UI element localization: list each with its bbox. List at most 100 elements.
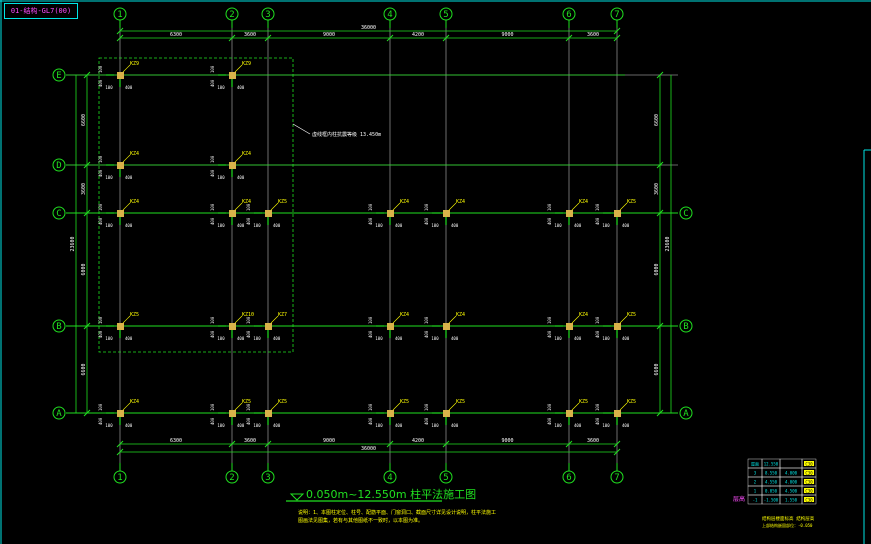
right-tick bbox=[656, 409, 664, 417]
column-4B bbox=[387, 323, 394, 330]
bottom-dim-label: 4200 bbox=[412, 438, 424, 444]
top-dim-label: 3600 bbox=[587, 32, 599, 38]
column-2C bbox=[229, 210, 236, 217]
legend-caption: 层高 bbox=[733, 495, 745, 503]
column-1B-dim-right: 400 bbox=[125, 336, 133, 341]
sheet-tag: 01-结构-GL7(00) bbox=[4, 3, 78, 19]
left-dim-label: 6600 bbox=[81, 363, 87, 375]
column-6C bbox=[566, 210, 573, 217]
axis-bubble-top-4-label: 4 bbox=[387, 10, 392, 20]
column-2D-dim-left: 100 bbox=[217, 175, 225, 180]
column-1C bbox=[117, 210, 124, 217]
axis-bubble-right-B-label: B bbox=[683, 322, 688, 332]
column-1D-label: KZ4 bbox=[130, 151, 139, 157]
column-1D-dim-bottom: 400 bbox=[98, 169, 103, 177]
drawing-title: 0.050m~12.550m 柱平法施工图 bbox=[306, 487, 476, 501]
column-7C-leader bbox=[619, 202, 628, 211]
column-1E-leader bbox=[122, 64, 131, 73]
legend-cell-text: 1.550 bbox=[785, 498, 798, 503]
top-tick bbox=[228, 34, 236, 42]
column-1A-dim-right: 400 bbox=[125, 423, 133, 428]
column-5C bbox=[443, 210, 450, 217]
column-7C-label: KZ5 bbox=[627, 199, 636, 205]
column-4B-dim-top: 100 bbox=[368, 316, 373, 324]
column-4C-leader bbox=[392, 202, 401, 211]
left-tick bbox=[83, 161, 91, 169]
column-6C-leader bbox=[571, 202, 580, 211]
column-1A-dim-left: 100 bbox=[105, 423, 113, 428]
column-5B bbox=[443, 323, 450, 330]
bottom-tick bbox=[386, 440, 394, 448]
legend-cell-text: C30 bbox=[805, 471, 813, 476]
top-total-tick bbox=[613, 27, 621, 35]
column-2A-dim-right: 400 bbox=[237, 423, 245, 428]
bottom-total-tick bbox=[116, 448, 124, 456]
top-tick bbox=[116, 34, 124, 42]
column-3C-dim-bottom: 400 bbox=[246, 217, 251, 225]
right-tick bbox=[656, 209, 664, 217]
axis-bubble-left-C-label: C bbox=[56, 209, 61, 219]
axis-bubble-left-D-label: D bbox=[56, 161, 61, 171]
column-2C-leader bbox=[234, 202, 243, 211]
legend-cell-text: 2 bbox=[754, 480, 757, 485]
right-dim-label: 6600 bbox=[654, 114, 660, 126]
column-7B-dim-right: 400 bbox=[622, 336, 630, 341]
column-4C-label: KZ4 bbox=[400, 199, 409, 205]
left-tick bbox=[83, 71, 91, 79]
legend-cell-text: C30 bbox=[805, 489, 813, 494]
column-5B-dim-top: 100 bbox=[424, 316, 429, 324]
drawing-note-2: 图画法见图集，若有与其他图纸不一致时，以本图为准。 bbox=[298, 517, 423, 524]
column-1C-dim-top: 100 bbox=[98, 203, 103, 211]
column-3B-dim-right: 400 bbox=[273, 336, 281, 341]
column-4A-leader bbox=[392, 402, 401, 411]
axis-bubble-top-3-label: 3 bbox=[265, 10, 270, 20]
column-3C-dim-right: 400 bbox=[273, 223, 281, 228]
column-5C-label: KZ4 bbox=[456, 199, 465, 205]
column-1D-dim-right: 400 bbox=[125, 175, 133, 180]
column-5A-label: KZ5 bbox=[456, 399, 465, 405]
legend-cell-text: 4.000 bbox=[785, 471, 798, 476]
column-5C-dim-left: 100 bbox=[431, 223, 439, 228]
column-1C-leader bbox=[122, 202, 131, 211]
axis-bubble-left-E-circle bbox=[52, 68, 66, 82]
column-5A-dim-right: 400 bbox=[451, 423, 459, 428]
column-3A-label: KZ5 bbox=[278, 399, 287, 405]
column-3C-leader bbox=[270, 202, 279, 211]
axis-bubble-bottom-2-label: 2 bbox=[229, 473, 234, 483]
axis-bubble-bottom-7-label: 7 bbox=[614, 473, 619, 483]
column-7C-dim-top: 100 bbox=[595, 203, 600, 211]
column-6B-dim-left: 100 bbox=[554, 336, 562, 341]
column-3B-dim-left: 100 bbox=[253, 336, 261, 341]
drawing-note-1: 说明：1、本图柱定位、柱号、配筋平面、门窗洞口、截面尺寸详见设计说明，柱平法施工 bbox=[298, 509, 496, 516]
axis-bubble-bottom-1-label: 1 bbox=[117, 473, 122, 483]
legend-cell-text: 屋面 bbox=[751, 461, 759, 467]
axis-bubble-top-1-label: 1 bbox=[117, 10, 122, 20]
column-7B-leader bbox=[619, 315, 628, 324]
axis-bubble-left-A-label: A bbox=[56, 409, 62, 419]
column-2E-label: KZ9 bbox=[242, 61, 251, 67]
column-2C-label: KZ4 bbox=[242, 199, 251, 205]
bottom-dim-label: 3600 bbox=[244, 438, 256, 444]
column-4A-dim-top: 100 bbox=[368, 403, 373, 411]
axis-bubble-right-A-circle bbox=[679, 406, 693, 420]
axis-bubble-bottom-5-label: 5 bbox=[443, 473, 448, 483]
column-6A-dim-left: 100 bbox=[554, 423, 562, 428]
column-1B-dim-left: 100 bbox=[105, 336, 113, 341]
left-tick bbox=[83, 322, 91, 330]
column-1E-dim-right: 400 bbox=[125, 85, 133, 90]
region-leader bbox=[292, 123, 311, 135]
column-5C-leader bbox=[448, 202, 457, 211]
column-2B-dim-left: 100 bbox=[217, 336, 225, 341]
column-6C-dim-top: 100 bbox=[547, 203, 552, 211]
top-tick bbox=[386, 34, 394, 42]
column-2C-dim-top: 100 bbox=[210, 203, 215, 211]
column-4B-dim-bottom: 400 bbox=[368, 330, 373, 338]
column-1E bbox=[117, 72, 124, 79]
bottom-total-label: 36000 bbox=[361, 446, 376, 452]
legend-cell bbox=[779, 458, 803, 469]
column-7C bbox=[614, 210, 621, 217]
column-1D-leader bbox=[122, 154, 131, 163]
column-2A-dim-bottom: 400 bbox=[210, 417, 215, 425]
column-7A-dim-bottom: 400 bbox=[595, 417, 600, 425]
